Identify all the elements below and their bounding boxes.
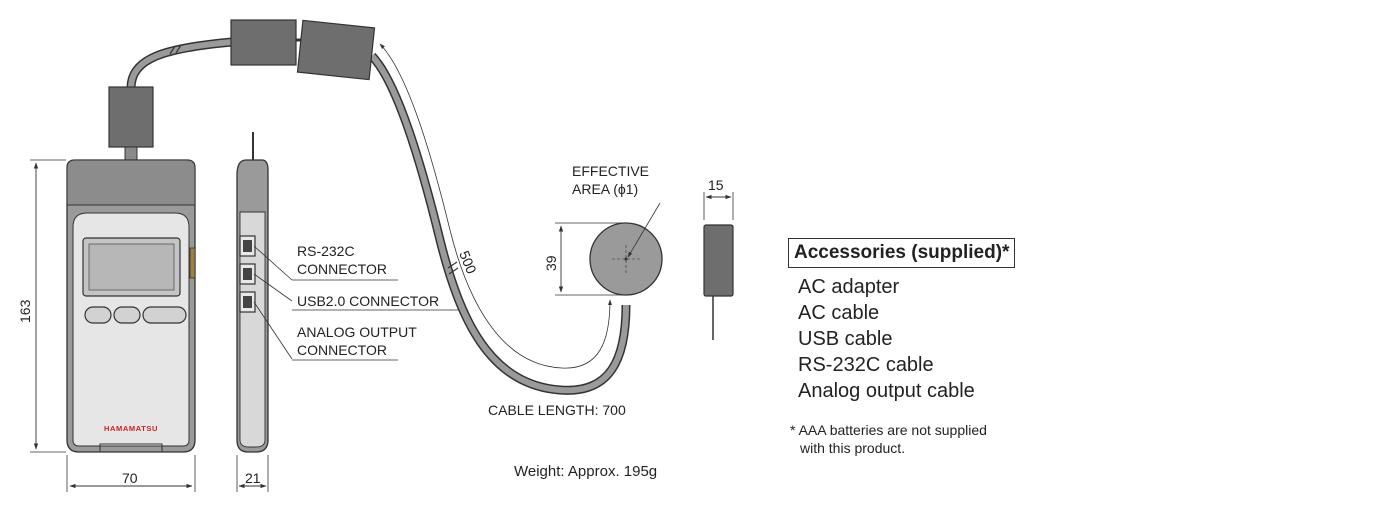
sensor-side-view bbox=[703, 192, 734, 340]
weight-label: Weight: Approx. 195g bbox=[514, 463, 658, 480]
battery-note-line1: * AAA batteries are not supplied bbox=[790, 422, 987, 438]
accessory-item: Analog output cable bbox=[798, 380, 975, 402]
meter-button-3 bbox=[142, 306, 187, 324]
dim-width bbox=[66, 455, 196, 492]
connector-block-2 bbox=[296, 19, 376, 81]
meter-cable-boot bbox=[108, 86, 154, 148]
accessory-item: AC cable bbox=[798, 302, 880, 324]
dim-width-label: 70 bbox=[122, 470, 138, 486]
meter-side-view bbox=[236, 132, 460, 453]
accessories-list: AC adapter AC cable USB cable RS-232C ca… bbox=[798, 274, 975, 404]
usb-label: USB2.0 CONNECTOR bbox=[297, 293, 440, 309]
sensor-head bbox=[555, 202, 663, 296]
meter-front-view: HAMAMATSU bbox=[66, 37, 237, 453]
cable-length-label: CABLE LENGTH: 700 bbox=[488, 402, 626, 418]
accessory-item: RS-232C cable bbox=[798, 354, 934, 376]
battery-note: * AAA batteries are not supplied with th… bbox=[790, 421, 987, 457]
dim-depth bbox=[236, 455, 269, 492]
meter-button-2 bbox=[113, 306, 141, 324]
dim-depth-label: 21 bbox=[245, 470, 261, 486]
connector-block-1 bbox=[230, 19, 297, 66]
accessories-title: Accessories (supplied)* bbox=[788, 238, 1016, 268]
analog-label-line2: CONNECTOR bbox=[297, 342, 387, 358]
dim-height bbox=[30, 159, 66, 453]
dim-500-line bbox=[379, 43, 612, 369]
analog-label-line1: ANALOG OUTPUT bbox=[297, 324, 417, 340]
connector-assembly bbox=[230, 19, 631, 395]
effective-area-line1: EFFECTIVE bbox=[572, 163, 650, 179]
dim-15-label: 15 bbox=[708, 177, 724, 193]
battery-note-line2: with this product. bbox=[800, 440, 906, 456]
sensor-side-body bbox=[703, 224, 734, 297]
effective-area-line2: AREA (ϕ1) bbox=[572, 181, 639, 197]
brand-logo: HAMAMATSU bbox=[104, 424, 158, 433]
rs232c-label-line2: CONNECTOR bbox=[297, 261, 387, 277]
meter-button-1 bbox=[84, 306, 112, 324]
analog-label: ANALOG OUTPUT CONNECTOR bbox=[297, 323, 417, 359]
rs232c-label-line1: RS-232C bbox=[297, 243, 355, 259]
dim-39-label: 39 bbox=[543, 255, 559, 271]
rs232c-label: RS-232C CONNECTOR bbox=[297, 242, 387, 278]
accessory-item: USB cable bbox=[798, 328, 893, 350]
effective-area-label: EFFECTIVE AREA (ϕ1) bbox=[572, 162, 649, 198]
dim-height-label: 163 bbox=[17, 299, 33, 323]
accessory-item: AC adapter bbox=[798, 276, 900, 298]
